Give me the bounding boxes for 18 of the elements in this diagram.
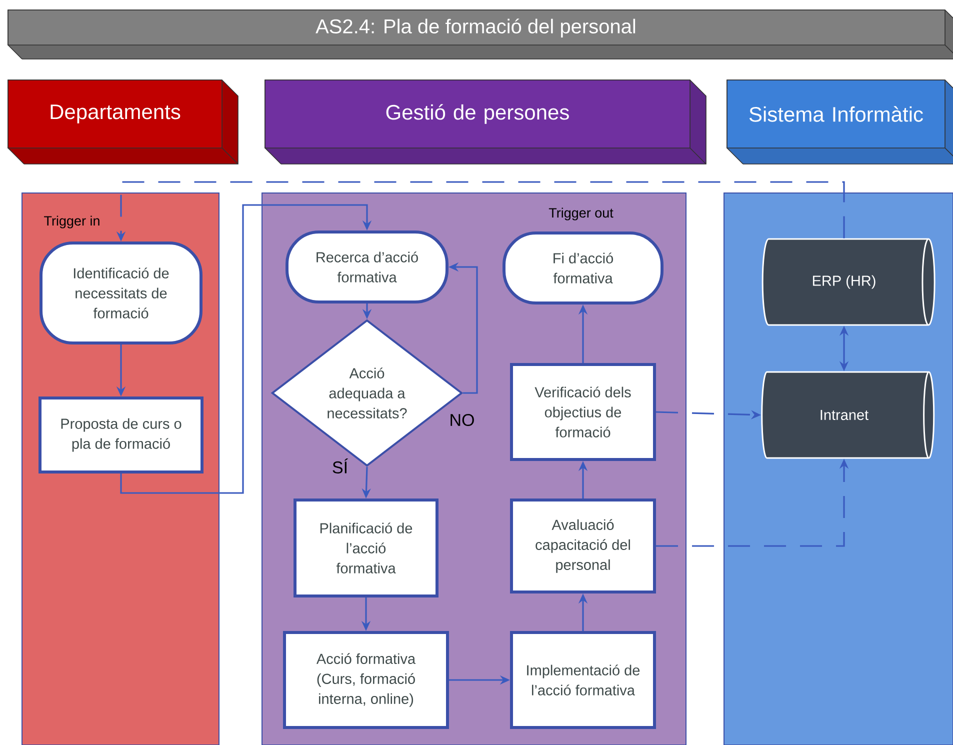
terminal-box: Identificació de necessitats de formació xyxy=(40,242,202,344)
process-box: Proposta de curs o pla de formació xyxy=(38,396,204,474)
process-box: Verificació dels objectius de formació xyxy=(510,363,656,461)
lane-header: Gestió de persones xyxy=(264,80,706,164)
trigger-label: Trigger in xyxy=(44,216,100,228)
arrow xyxy=(120,204,372,494)
terminal-box: Recerca d’acció formativa xyxy=(286,230,448,304)
terminal-box: Fi d’acció formativa xyxy=(502,232,664,304)
lane-header: Departaments xyxy=(8,80,238,164)
process-box: Acció formativa (Curs, formació interna, online) xyxy=(283,631,449,729)
lane-header: Sistema Informàtic xyxy=(726,80,953,164)
database-cylinder: Intranet xyxy=(761,371,935,459)
trigger-label: Trigger out xyxy=(548,208,614,220)
process-box: Implementació de l’acció formativa xyxy=(510,631,656,729)
process-box: Avaluació capacitació del personal xyxy=(510,498,656,594)
title-bar: AS2.4: Pla de formació del personal xyxy=(8,10,953,60)
database-cylinder: ERP (HR) xyxy=(762,238,936,326)
process-box: Planificació de l’acció formativa xyxy=(294,498,438,598)
